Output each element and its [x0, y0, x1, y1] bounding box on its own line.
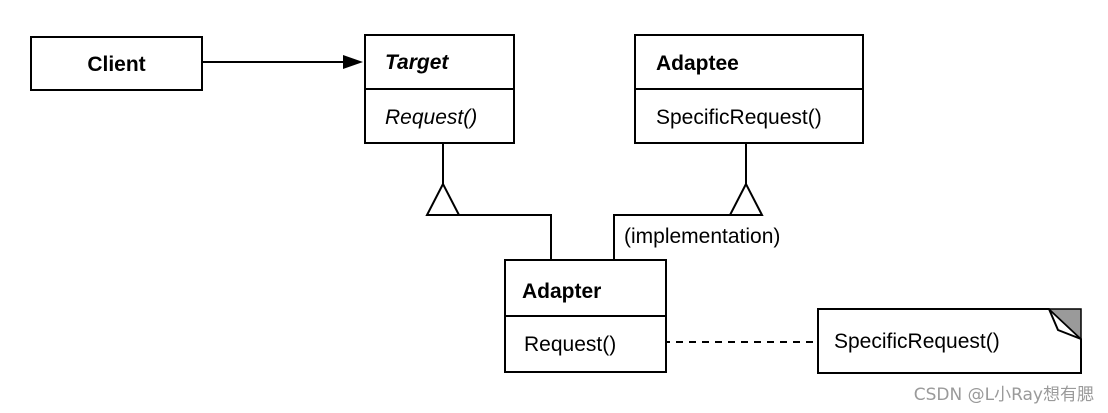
class-client: Client	[30, 36, 203, 91]
class-target-operation: Request()	[385, 106, 478, 129]
note-fold-edge	[1048, 308, 1082, 340]
watermark: CSDN @L小Ray想有腮	[913, 385, 1094, 405]
adaptee-inheritance-triangle-icon	[728, 181, 764, 216]
implementation-label: (implementation)	[624, 225, 781, 248]
class-adapter-name: Adapter	[522, 280, 602, 303]
adapter-target-inheritance-line	[443, 214, 552, 260]
class-adapter: Adapter Request()	[504, 259, 667, 373]
class-client-name: Client	[87, 53, 146, 76]
note-folded-corner-icon	[1047, 308, 1082, 341]
class-adaptee-operation: SpecificRequest()	[656, 106, 822, 129]
association-arrowhead-icon	[343, 55, 363, 69]
class-adaptee: Adaptee SpecificRequest()	[634, 34, 864, 144]
class-target: Target Request()	[364, 34, 515, 144]
class-target-name: Target	[385, 51, 449, 74]
class-target-divider	[366, 88, 513, 90]
target-inheritance-triangle-icon	[425, 181, 461, 216]
note-shape	[817, 308, 1082, 374]
note-text: SpecificRequest()	[834, 330, 1000, 353]
class-adapter-operation: Request()	[524, 333, 617, 356]
class-adaptee-divider	[636, 88, 862, 90]
class-adaptee-name: Adaptee	[656, 52, 739, 75]
adapter-adaptee-inheritance-line	[613, 214, 746, 260]
class-adapter-divider	[506, 315, 665, 317]
